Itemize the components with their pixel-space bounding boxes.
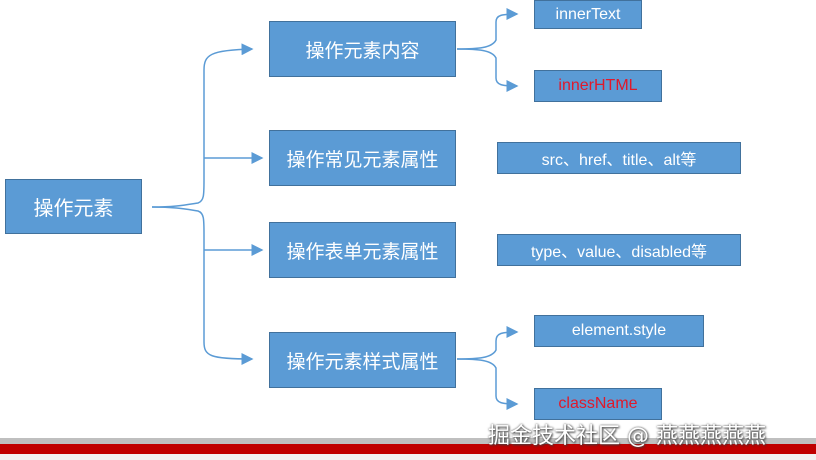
root-label: 操作元素 <box>33 198 114 220</box>
branch4-brace <box>456 326 519 360</box>
root-node: 操作元素 <box>5 179 142 234</box>
branch-node-common-attrs: 操作常见元素属性 <box>269 130 456 186</box>
leaf-label: element.style <box>571 322 667 339</box>
branch-label: 操作表单元素属性 <box>286 241 439 263</box>
leaf-class-name: className <box>534 388 662 420</box>
branch-node-content: 操作元素内容 <box>269 21 456 77</box>
root-brace <box>151 43 254 208</box>
leaf-common-attrs: src、href、title、alt等 <box>497 142 741 174</box>
leaf-label: innerText <box>555 5 621 23</box>
branch1-brace <box>456 8 519 50</box>
leaf-label: innerHTML <box>558 77 638 94</box>
leaf-inner-text: innerText <box>534 0 642 29</box>
footer-red-bar <box>0 444 816 454</box>
branch-label: 操作常见元素属性 <box>286 149 439 171</box>
watermark-text: 掘金技术社区 @ 燕燕燕燕燕 <box>488 424 766 449</box>
branch-label: 操作元素样式属性 <box>286 351 439 373</box>
leaf-inner-html: innerHTML <box>534 70 662 102</box>
leaf-label: src、href、title、alt等 <box>541 152 697 169</box>
branch-node-style-attrs: 操作元素样式属性 <box>269 332 456 388</box>
branch-label: 操作元素内容 <box>305 40 420 62</box>
leaf-label: type、value、disabled等 <box>530 244 708 261</box>
footer-white-bar <box>0 454 816 460</box>
branch-node-form-attrs: 操作表单元素属性 <box>269 222 456 278</box>
leaf-label: className <box>558 395 638 412</box>
footer-gray-bar <box>0 438 816 444</box>
leaf-element-style: element.style <box>534 315 704 347</box>
leaf-form-attrs: type、value、disabled等 <box>497 234 741 266</box>
